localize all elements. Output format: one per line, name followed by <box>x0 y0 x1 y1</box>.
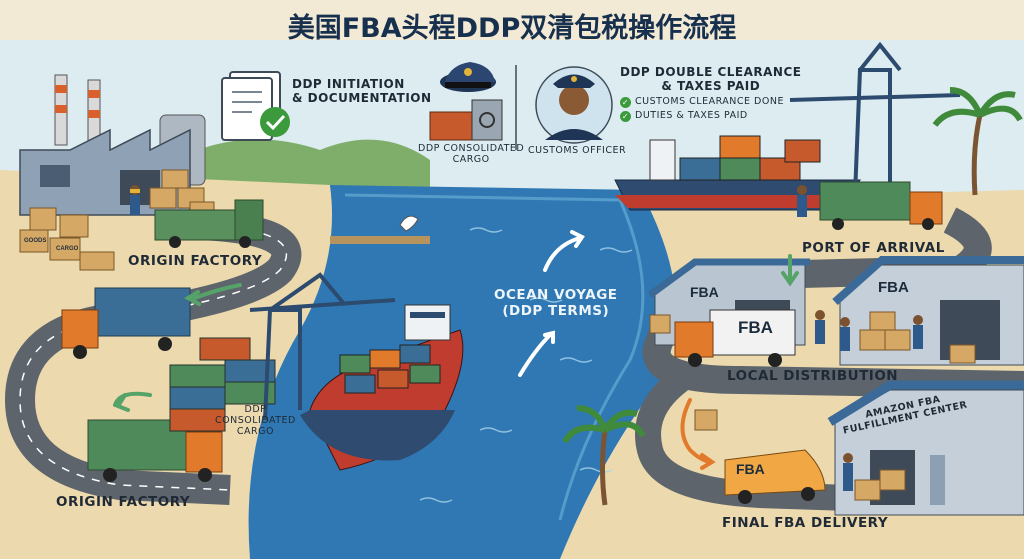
flow-arrows <box>113 230 799 470</box>
check-icon: ✓ <box>620 96 631 108</box>
truck-green-port <box>819 181 943 230</box>
label-ddp-initiation: DDP INITIATION & DOCUMENTATION <box>292 77 432 105</box>
label-customs-done: CUSTOMS CLEARANCE DONE <box>635 95 784 107</box>
sign-fba-van: FBA <box>736 461 765 477</box>
label-double-clearance: DDP DOUBLE CLEARANCE & TAXES PAID <box>620 65 802 93</box>
label-origin-factory-top: ORIGIN FACTORY <box>128 253 263 269</box>
road-final <box>635 369 851 511</box>
box-label-goods: GOODS <box>24 238 47 244</box>
check-duties-paid: ✓ DUTIES & TAXES PAID <box>620 109 801 122</box>
label-ocean-voyage: OCEAN VOYAGE (DDP TERMS) <box>494 287 618 319</box>
customs-officer-avatar <box>535 66 613 144</box>
pier <box>330 236 430 244</box>
hoisted-container <box>784 139 821 163</box>
workers <box>130 185 923 491</box>
truck-blue-container <box>61 287 191 359</box>
seagull <box>399 215 419 232</box>
sign-fba-warehouse-2: FBA <box>878 279 909 296</box>
officer-hat-icon <box>440 62 496 92</box>
box-label-cargo: CARGO <box>56 246 79 252</box>
label-consolidated-cargo-port: DDP CONSOLIDATED CARGO <box>215 404 296 437</box>
container-safe-icon <box>429 99 503 141</box>
crane-origin <box>249 272 396 421</box>
container-stacks <box>169 337 276 432</box>
sign-fba-truck: FBA <box>738 318 773 337</box>
factory <box>19 74 206 216</box>
label-duties-paid: DUTIES & TAXES PAID <box>635 109 748 121</box>
sign-fba-warehouse-1: FBA <box>690 284 719 300</box>
cargo-ship-middle <box>300 304 464 471</box>
double-clearance-block: DDP DOUBLE CLEARANCE & TAXES PAID ✓ CUSTO… <box>620 65 802 122</box>
crane-port <box>789 41 961 196</box>
truck-green-top <box>154 199 264 248</box>
sea-highlight <box>344 193 645 521</box>
truck-fba <box>674 309 796 367</box>
check-icon: ✓ <box>620 110 631 122</box>
label-origin-factory-bottom: ORIGIN FACTORY <box>56 494 191 510</box>
palm-tree-right <box>932 87 1023 196</box>
document-icon <box>221 71 290 141</box>
label-port-of-arrival: PORT OF ARRIVAL <box>802 240 945 256</box>
label-final-delivery: FINAL FBA DELIVERY <box>722 515 889 531</box>
label-consolidated-cargo-top: DDP CONSOLIDATED CARGO <box>418 143 525 165</box>
check-customs-done: ✓ CUSTOMS CLEARANCE DONE <box>620 95 801 108</box>
cargo-boxes-warehouse <box>649 311 976 501</box>
page-title: 美国FBA头程DDP双清包税操作流程 <box>287 13 737 44</box>
palm-tree-bottom <box>562 405 646 506</box>
label-local-distribution: LOCAL DISTRIBUTION <box>727 368 899 384</box>
label-customs-officer: CUSTOMS OFFICER <box>528 145 627 156</box>
van-fba <box>724 449 826 504</box>
